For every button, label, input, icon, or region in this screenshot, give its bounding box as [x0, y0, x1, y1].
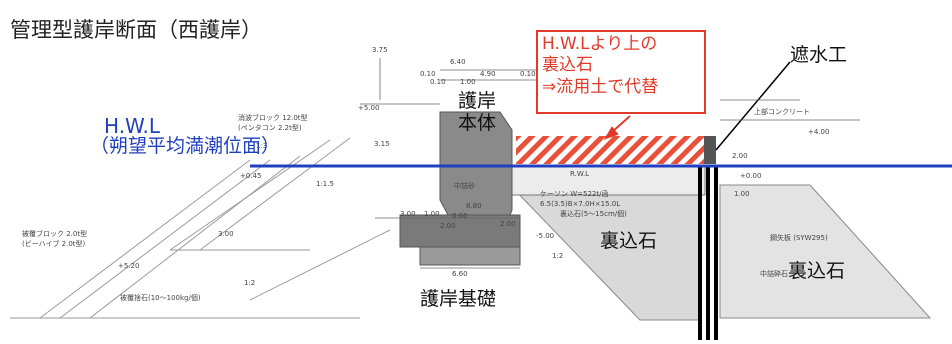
callout-arrow	[603, 115, 631, 140]
anno-18: 2.00	[732, 152, 748, 160]
anno-17: +4.00	[808, 128, 829, 136]
sheet-piles	[698, 165, 718, 340]
anno-30: 被覆ブロック 2.0t型	[22, 229, 87, 238]
anno-12: 2.00	[440, 222, 456, 230]
anno-21: -5.00	[536, 232, 554, 240]
backfill-stone-area-right	[719, 184, 932, 319]
anno-14: 2.00	[500, 220, 516, 228]
callout-line1: H.W.Lより上の	[542, 34, 658, 54]
anno-40: R.W.L	[570, 170, 589, 178]
anno-25: 1:2	[552, 252, 563, 260]
anno-20: 1.00	[734, 190, 750, 198]
anno-10: 3.00	[400, 210, 416, 218]
hwl-label: H.W.L （朔望平均満潮位面）	[90, 114, 280, 157]
anno-22: +5.20	[118, 262, 139, 270]
anno-5: 1.00	[460, 78, 476, 86]
hatched-replacement-area	[516, 136, 706, 164]
anno-8: 3.15	[374, 140, 390, 148]
anno-11: 1.00	[424, 210, 440, 218]
anno-26: 1:1.5	[316, 180, 334, 188]
anno-35: 裏込石(5～15cm/個)	[560, 209, 627, 218]
anno-0: 3.75	[372, 46, 388, 54]
anno-23: 1:3	[256, 142, 267, 150]
anno-7: +5.00	[358, 104, 379, 112]
anno-39: 上部コンクリート	[754, 107, 810, 116]
anno-4: 0.10	[430, 78, 446, 86]
callout-line3: ⇒流用土で代替	[542, 76, 659, 97]
anno-3: 0.10	[420, 70, 436, 78]
anno-19: +0.00	[740, 172, 761, 180]
anno-29: (ペンタコン 2.2t型)	[238, 123, 302, 132]
label-backfill-stone-2: 裏込石	[788, 260, 846, 282]
armor-slope	[10, 137, 391, 319]
hwl-label-line2: （朔望平均満潮位面）	[90, 135, 281, 157]
page-title: 管理型護岸断面（西護岸）	[10, 18, 262, 42]
anno-15: 8.80	[466, 202, 482, 210]
label-cutoff-work: 遮水工	[790, 44, 848, 66]
small-annotations: 3.75 6.40 4.90 0.10 0.10 1.00 0.10 +5.00…	[22, 46, 829, 302]
anno-13: 0.60	[452, 212, 468, 220]
revetment-foundation-block	[419, 246, 521, 266]
anno-37: 中詰砂	[454, 181, 475, 190]
anno-2: 4.90	[480, 70, 496, 78]
cutoff-cap	[704, 136, 716, 164]
revetment-base	[399, 214, 521, 248]
anno-34: 6.5(3.5)B×7.0H×15.0L	[540, 200, 620, 208]
label-revetment-body-1: 護岸	[458, 90, 497, 112]
hwl-label-line1: H.W.L	[104, 114, 161, 138]
label-backfill-stone-1: 裏込石	[600, 230, 658, 252]
anno-6: 0.10	[520, 70, 536, 78]
label-revetment-body-2: 本体	[458, 112, 497, 134]
anno-32: 被覆捨石(10～100kg/個)	[120, 293, 201, 302]
callout-line2: 裏込石	[542, 55, 593, 76]
revetment-body	[439, 111, 513, 216]
anno-31: (ビーハイブ 2.0t型)	[22, 239, 86, 248]
anno-27: 3.00	[218, 230, 234, 238]
anno-1: 6.40	[450, 58, 466, 66]
anno-38: 中詰砕石	[760, 269, 788, 278]
anno-36: 鋼矢板 (SYW295)	[770, 233, 828, 242]
label-revetment-foundation: 護岸基礎	[420, 288, 497, 310]
anno-28: 消波ブロック 12.0t型	[238, 113, 308, 122]
anno-9: +0.45	[240, 172, 261, 180]
anno-16: 6.60	[452, 270, 468, 278]
anno-24: 1:2	[244, 279, 255, 287]
cutoff-pointer	[715, 61, 791, 151]
callout-box: H.W.Lより上の 裏込石 ⇒流用土で代替	[536, 30, 706, 114]
anno-33: ケーソン W=522t/函	[540, 189, 608, 198]
